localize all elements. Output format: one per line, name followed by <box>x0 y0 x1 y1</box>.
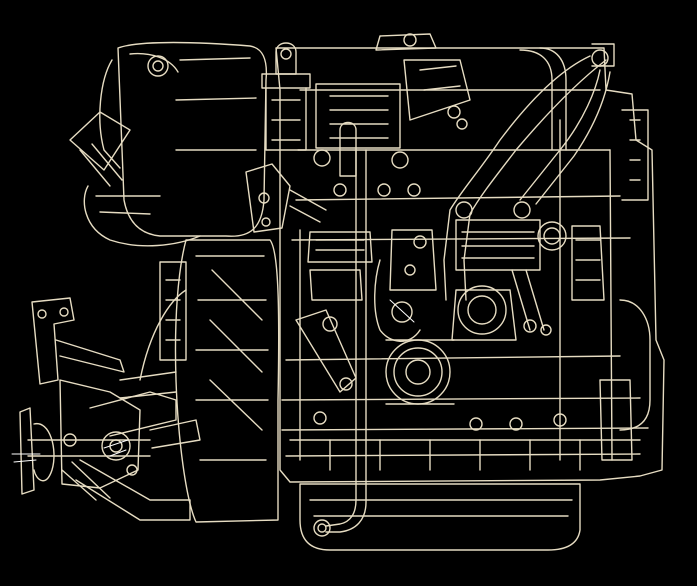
oil-pan <box>299 149 581 551</box>
air-intake-housing <box>69 41 268 247</box>
injection-pump <box>451 201 605 341</box>
bellhousing <box>159 239 280 523</box>
highlight-line <box>389 299 415 323</box>
coolant-pipes <box>443 43 615 301</box>
lifting-eye <box>261 42 311 151</box>
front-pulley-assembly <box>19 289 201 521</box>
highlight-line <box>11 453 41 463</box>
crankshaft-pulley <box>385 339 455 405</box>
engine-block <box>275 47 665 483</box>
highlight-line <box>103 439 129 457</box>
lower-ribs <box>289 379 641 471</box>
